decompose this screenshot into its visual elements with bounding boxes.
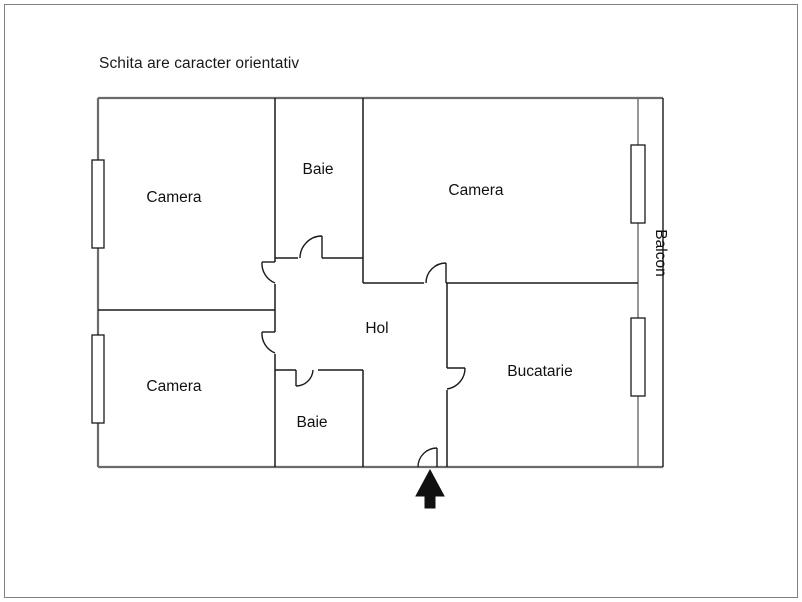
door-camera-top-left-arc bbox=[261, 261, 276, 284]
window-camera-bottom-left bbox=[91, 334, 105, 424]
entrance-arrow-shape bbox=[415, 468, 445, 509]
entrance-arrow bbox=[415, 468, 445, 509]
door-bucatarie bbox=[446, 367, 466, 390]
room-label-bucatarie: Bucatarie bbox=[507, 363, 572, 380]
window-balcon-lower-frame bbox=[630, 317, 646, 397]
door-baie-bottom bbox=[295, 369, 314, 387]
door-baie-top bbox=[299, 235, 323, 259]
door-baie-top-arc bbox=[299, 235, 323, 259]
doors bbox=[261, 235, 466, 468]
room-label-baie-top: Baie bbox=[302, 161, 333, 178]
room-label-baie-bottom: Baie bbox=[296, 414, 327, 431]
window-balcon-lower bbox=[630, 317, 646, 397]
window-balcon-upper-frame bbox=[630, 144, 646, 224]
door-bucatarie-arc bbox=[446, 367, 466, 390]
door-camera-bottom-left bbox=[261, 331, 276, 354]
room-label-camera-top-right: Camera bbox=[448, 182, 504, 199]
door-camera-top-right-arc bbox=[425, 262, 447, 284]
room-label-hol: Hol bbox=[365, 320, 388, 337]
door-camera-bottom-left-arc bbox=[261, 331, 276, 354]
door-entrance bbox=[417, 447, 438, 468]
room-label-balcon: Balcon bbox=[652, 229, 669, 276]
room-label-camera-bottom-left: Camera bbox=[146, 378, 202, 395]
page-title: Schita are caracter orientativ bbox=[99, 55, 300, 72]
interior-walls bbox=[98, 98, 638, 467]
room-label-camera-top-left: Camera bbox=[146, 189, 202, 206]
windows bbox=[91, 144, 646, 424]
window-balcon-upper bbox=[630, 144, 646, 224]
door-entrance-arc bbox=[417, 447, 438, 468]
door-camera-top-left bbox=[261, 261, 276, 284]
page-border bbox=[4, 4, 798, 598]
window-camera-top-left bbox=[91, 159, 105, 249]
door-baie-bottom-arc bbox=[295, 369, 314, 387]
window-camera-bottom-left-frame bbox=[91, 334, 105, 424]
door-camera-top-right bbox=[425, 262, 447, 284]
room-labels: Camera Baie Camera Camera Baie Hol Bucat… bbox=[146, 161, 669, 431]
window-camera-top-left-frame bbox=[91, 159, 105, 249]
